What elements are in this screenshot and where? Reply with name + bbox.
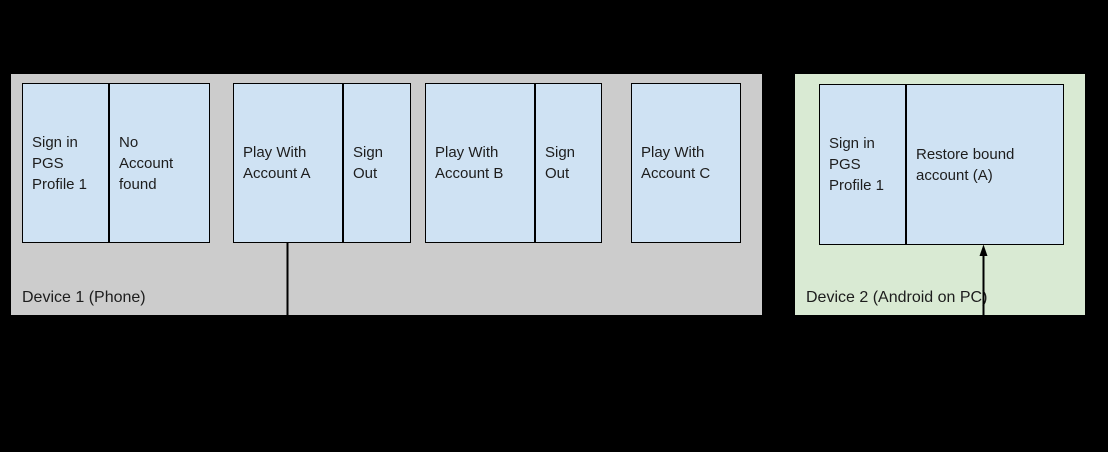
flow-group-restore: Sign in PGS Profile 1 Restore bound acco… (819, 84, 1064, 245)
node-play-with-account-b: Play With Account B (435, 144, 504, 182)
node-sign-in-pgs-profile1-phone: Sign in PGS Profile 1 (32, 133, 88, 193)
device2-label: Device 2 (Android on PC) (806, 289, 988, 306)
node-sign-out-a: Sign Out (342, 84, 410, 242)
device1-label: Device 1 (Phone) (22, 289, 146, 306)
flow-group-account-c: Play With Account C (631, 83, 741, 243)
node-sign-in-pgs-profile1-pc: Sign in PGS Profile 1 (829, 135, 885, 194)
flow-group-account-a: Play With Account A Sign Out (233, 83, 411, 243)
flow-group-signin-phone: Sign in PGS Profile 1 No Account found (22, 83, 210, 243)
flow-group-account-b: Play With Account B Sign Out (425, 83, 602, 243)
node-play-with-account-a: Play With Account A (243, 144, 311, 182)
node-sign-out-b: Sign Out (534, 84, 601, 242)
node-no-account-found: No Account found (108, 84, 209, 242)
node-play-with-account-c: Play With Account C (641, 144, 711, 182)
node-restore-bound-account: Restore bound account (A) (905, 85, 1063, 244)
